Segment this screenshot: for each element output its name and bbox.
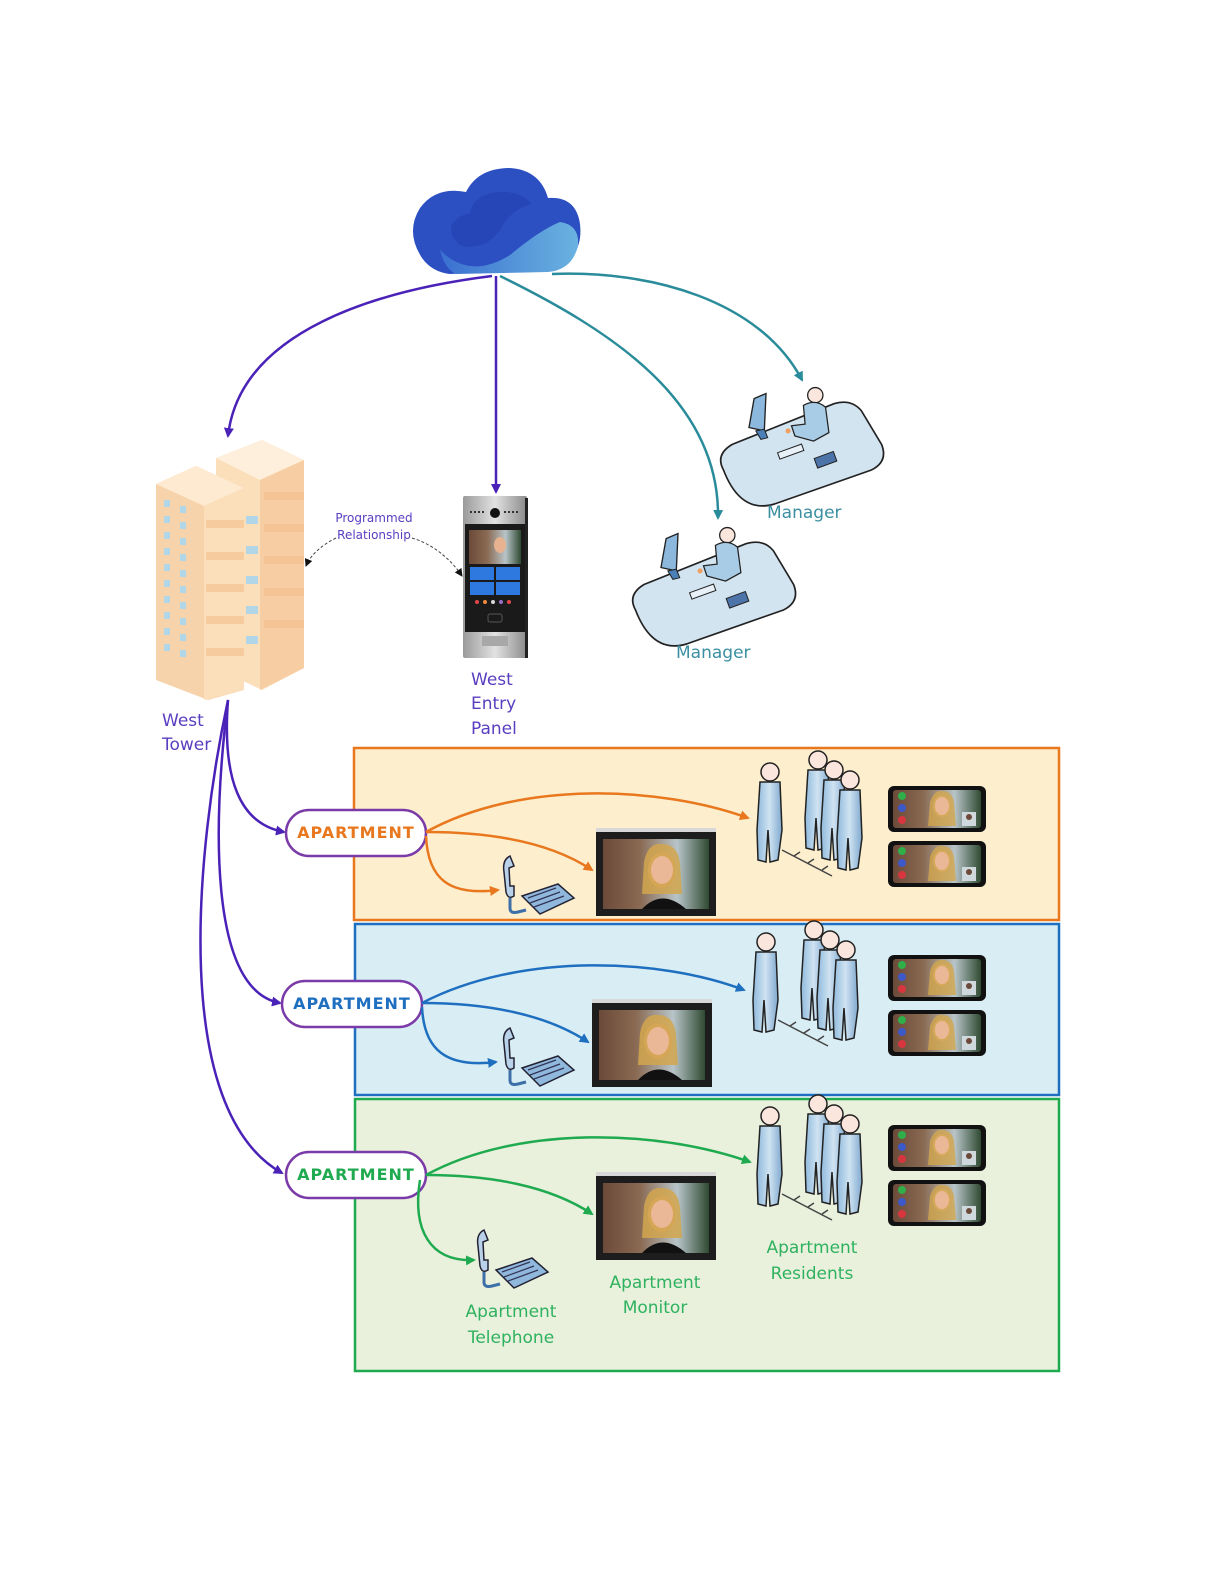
monitor-label-line2: Monitor [623,1298,688,1318]
programmed-relationship-connector-left [306,538,336,566]
apartment-pill-3[interactable]: APARTMENT [286,1152,426,1198]
apartment-pill-label-2: APARTMENT [293,994,411,1013]
apartment-pill-label-3: APARTMENT [297,1165,415,1184]
manager-workstation-icon-2 [633,528,796,646]
cloud-to-manager2-arrow [500,276,718,518]
tower-to-apartment1-arrow [227,700,284,832]
monitor-label-line1: Apartment [610,1273,701,1293]
entry-panel-label-line1: West [471,670,513,690]
manager-workstation-icon-1 [721,388,884,506]
cloud-icon [413,168,580,274]
smartphone-icon-1a [888,786,986,832]
monitor-icon-3 [596,1172,716,1260]
tower-to-apartment3-arrow [200,700,282,1173]
telephone-label-line1: Apartment [466,1302,557,1322]
apartment-pill-1[interactable]: APARTMENT [286,810,426,856]
smartphone-icon-1b [888,841,986,887]
smartphone-icon-3b [888,1180,986,1226]
west-tower-label-line2: Tower [161,735,211,755]
apartment-pill-label-1: APARTMENT [297,823,415,842]
manager-label-2: Manager [676,643,751,663]
telephone-label-line2: Telephone [467,1328,554,1348]
entry-panel-icon [463,496,528,658]
programmed-relationship-line2: Relationship [337,528,411,542]
programmed-relationship-line1: Programmed [335,511,412,525]
residents-label-line2: Residents [771,1264,854,1284]
apartment-pill-2[interactable]: APARTMENT [282,981,422,1027]
programmed-relationship-connector-right [412,538,462,576]
entry-panel-label-line3: Panel [471,719,517,739]
smartphone-icon-3a [888,1125,986,1171]
smartphone-icon-2a [888,955,986,1001]
entry-panel-label-line2: Entry [471,694,516,714]
cloud-to-tower-arrow [228,276,492,436]
west-tower-label-line1: West [162,711,204,731]
monitor-icon-2 [592,999,712,1087]
residents-label-line1: Apartment [767,1238,858,1258]
manager-label-1: Manager [767,503,842,523]
smartphone-icon-2b [888,1010,986,1056]
monitor-icon-1 [596,828,716,916]
building-icon [156,440,304,700]
